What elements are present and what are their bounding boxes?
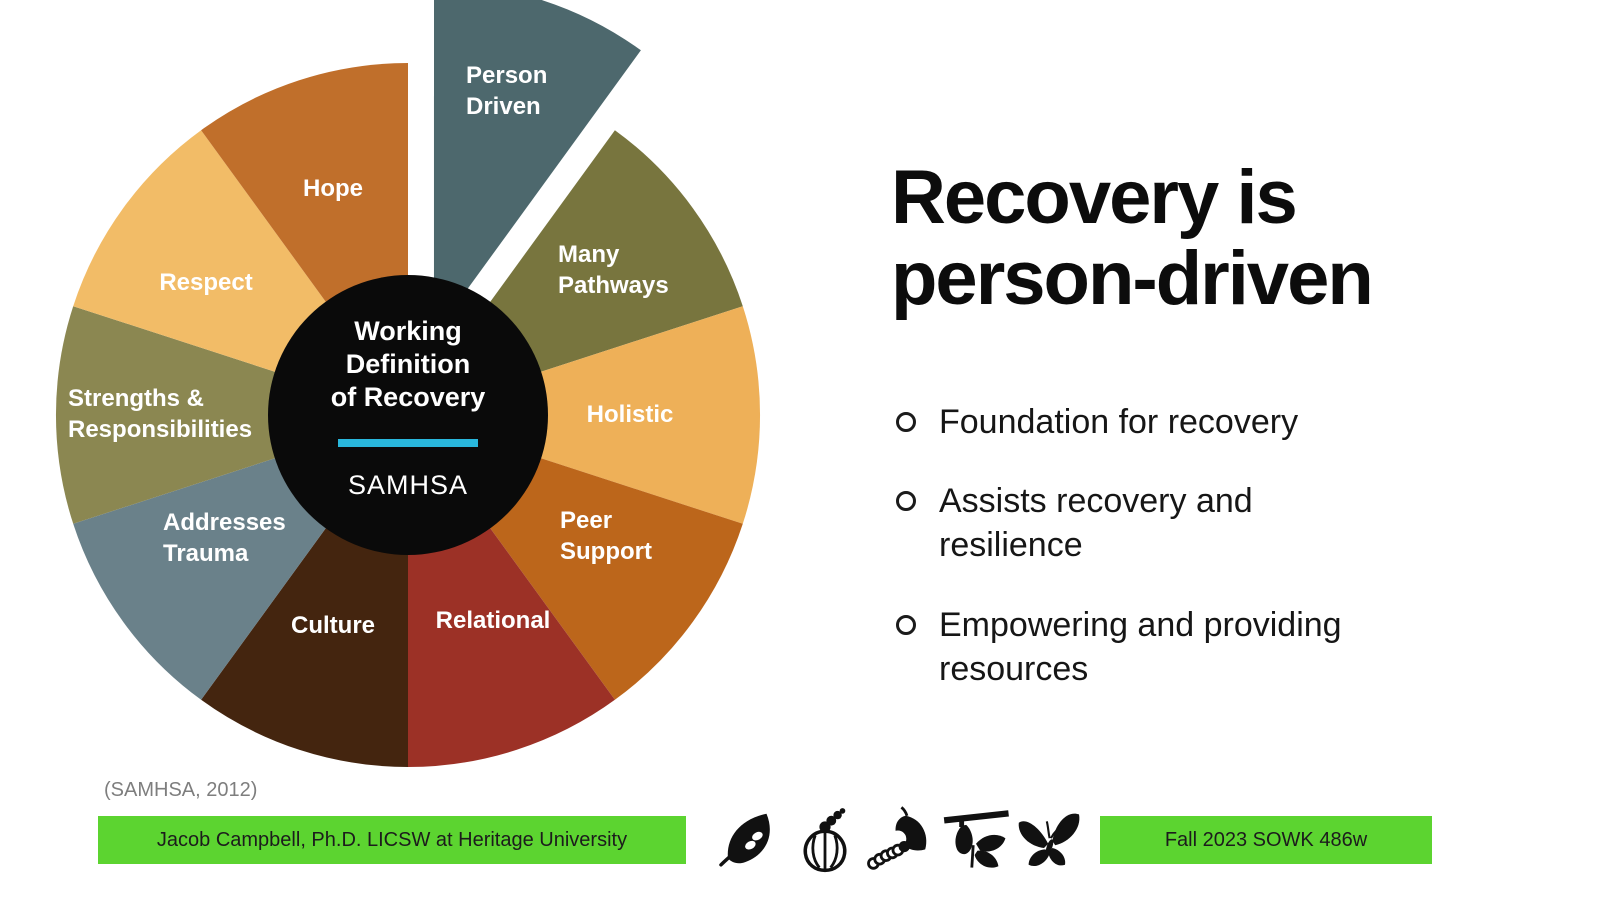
pie-slice-person-driven [433,0,641,336]
pie-slice-holistic [408,306,761,524]
hub-title-line: Working [354,316,462,346]
bullet-marker [896,491,916,512]
bullet-text: Foundation for recovery [939,403,1299,441]
cyan-divider [338,438,478,447]
chart-center-title: Working Definition of Recovery [268,315,548,414]
slide-title-line-1: Recovery is [891,155,1298,240]
bullet-item: Foundation for recovery [896,400,1436,444]
bullet-marker [896,412,916,432]
chart-center-hub: Working Definition of Recovery SAMHSA [268,275,548,555]
slide-title-line-2: person-driven [891,235,1374,321]
butterfly-lifecycle-icons [714,796,1086,886]
footer-author-bar: Jacob Campbell, Ph.D. LICSW at Heritage … [98,816,686,864]
bullet-text: Assists recovery and resilience [939,482,1253,565]
bullet-item: Assists recovery and resilience [896,479,1436,567]
bullet-marker [896,614,916,635]
chrysalis-with-emerging-butterfly-icon [943,810,1009,868]
samhsa-label: SAMHSA [347,469,469,500]
footer-course-bar: Fall 2023 SOWK 486w [1100,816,1432,864]
leaf-with-eggs-icon [719,813,770,867]
hatching-larva-icon [803,808,846,873]
caterpillar-eating-leaf-icon [867,806,927,870]
pie-slice-strengths-responsibilities [55,306,408,524]
hub-title-line: Definition [345,348,471,379]
hub-title-line: of Recovery [330,381,486,412]
butterfly-icon [1018,813,1080,867]
slide-title: Recovery is person-driven [891,155,1374,321]
bullet-text: Empowering and providing resources [939,605,1342,688]
bullet-item: Empowering and providing resources [896,603,1436,691]
citation: (SAMHSA, 2012) [104,779,258,801]
